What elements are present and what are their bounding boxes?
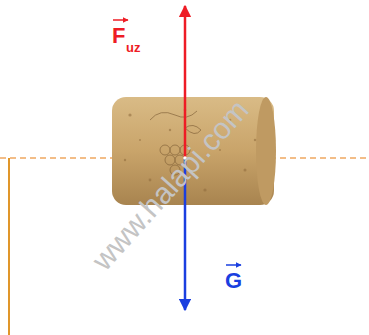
container-wall: [8, 158, 10, 335]
buoyancy-arrow: [184, 6, 187, 158]
force-subscript: uz: [126, 41, 140, 54]
vector-sign: [113, 19, 128, 21]
vector-sign: [226, 264, 241, 266]
force-symbol: G: [225, 270, 242, 292]
force-symbol: F: [112, 25, 125, 47]
